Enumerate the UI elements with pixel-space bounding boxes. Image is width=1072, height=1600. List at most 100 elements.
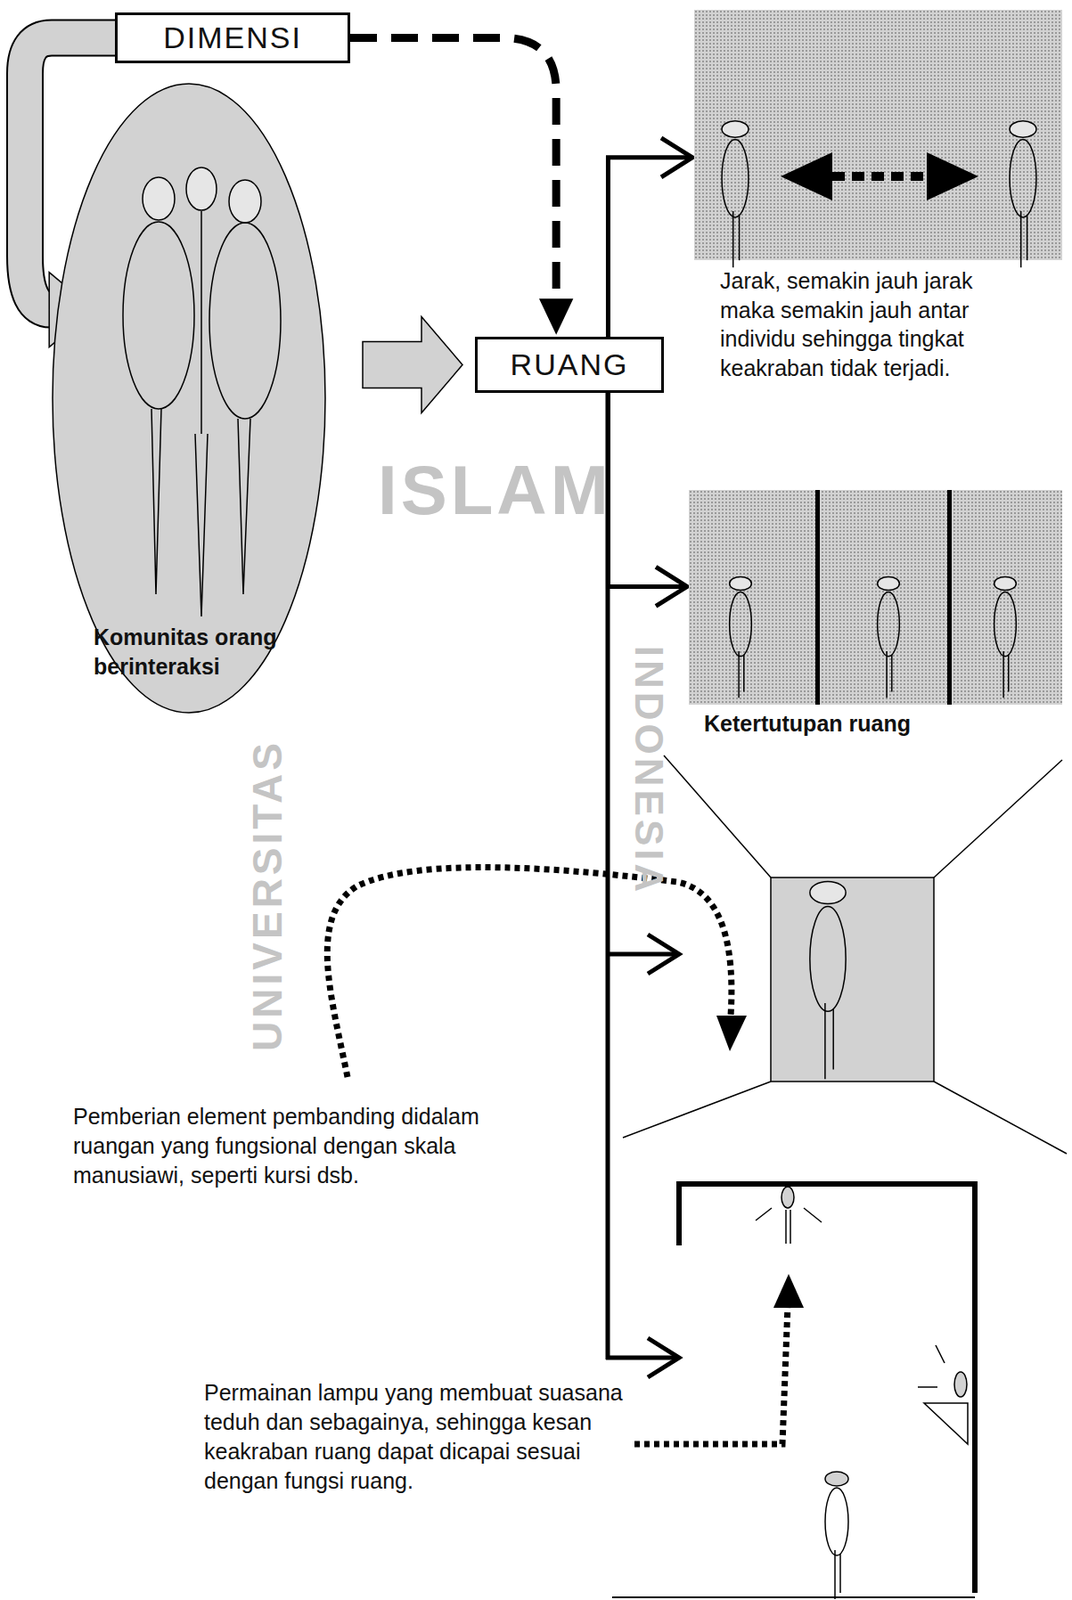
arrow-head — [661, 138, 693, 178]
person-figure — [810, 882, 846, 1081]
figure-leg — [1020, 211, 1023, 268]
figure-head — [877, 576, 901, 590]
figure-leg — [1026, 215, 1029, 262]
leader-head — [716, 1015, 747, 1052]
figure-body — [209, 222, 281, 419]
light-ray — [755, 1208, 772, 1221]
leader-line — [327, 867, 732, 1078]
arrow-head — [780, 152, 833, 201]
figure-leg — [891, 654, 893, 693]
branch-line — [607, 392, 688, 587]
lighting-room — [612, 1184, 975, 1598]
figure-head — [229, 180, 262, 223]
figure-body — [810, 907, 846, 1013]
node-illustration — [694, 9, 1063, 261]
concept-box: RUANG — [474, 336, 664, 393]
branch-line — [605, 1356, 680, 1361]
connector — [362, 317, 463, 414]
branch-line — [607, 952, 680, 958]
person-figure — [877, 576, 901, 698]
watermark: INDONESIA — [626, 646, 672, 896]
room-edge — [933, 760, 1063, 878]
figure-body — [825, 1488, 849, 1556]
trunk-branches — [605, 392, 680, 1378]
figure-head — [186, 167, 217, 211]
back-wall — [770, 877, 934, 1082]
figure-leg — [151, 409, 162, 595]
node-illustration — [50, 81, 328, 715]
room-floor — [612, 1596, 975, 1599]
figure-leg — [885, 651, 888, 698]
room-edge — [933, 1081, 1067, 1154]
box-label: DIMENSI — [163, 20, 303, 56]
leader-line — [634, 1305, 788, 1445]
figure-body — [729, 592, 753, 657]
room-edge — [622, 1081, 771, 1138]
light-ray — [935, 1345, 945, 1364]
light-ray — [803, 1208, 822, 1223]
figure-leg — [834, 1550, 836, 1600]
figure-body — [122, 221, 195, 410]
branch-head — [647, 1338, 680, 1378]
figure-body — [200, 211, 203, 434]
note-text: Pemberian element pembanding didalam rua… — [73, 1102, 519, 1191]
arrow-head — [540, 299, 573, 334]
figure-body — [994, 592, 1017, 657]
person-figure — [825, 1472, 849, 1600]
wall-lamp — [954, 1372, 967, 1398]
community-group: Komunitas orang berinteraksi — [50, 81, 328, 715]
figure-body — [721, 139, 749, 218]
figure-head — [810, 882, 846, 905]
figure-leg — [195, 433, 208, 617]
node-illustration — [688, 490, 1063, 705]
dashed-line — [350, 38, 557, 304]
person-figure — [721, 121, 749, 268]
figure-head — [1009, 121, 1037, 138]
figure-leg — [738, 215, 741, 262]
arrow-head — [926, 152, 979, 201]
box-label: RUANG — [510, 347, 630, 383]
divider-wall — [815, 490, 820, 705]
person-figure — [1009, 121, 1037, 268]
figure-leg — [839, 1554, 842, 1594]
room-wall — [679, 1184, 975, 1594]
connector — [350, 38, 573, 335]
figure-head — [994, 576, 1017, 590]
watermark: UNIVERSITAS — [243, 739, 292, 1052]
figure-leg — [237, 418, 251, 595]
caption-text: Komunitas orang berinteraksi — [93, 622, 352, 681]
caption-text: Jarak, semakin jauh jarak maka semakin j… — [720, 266, 1032, 383]
figure-body — [877, 592, 901, 657]
figure-body — [1009, 139, 1037, 218]
figure-leg — [1002, 651, 1005, 698]
lamp-shade — [924, 1403, 968, 1445]
figure-head — [721, 121, 749, 138]
figure-head — [729, 576, 753, 590]
note-text: Permainan lampu yang membuat suasana ted… — [204, 1378, 632, 1497]
person-figure — [825, 1472, 849, 1600]
ceiling-lamp — [781, 1186, 794, 1209]
concept-box: DIMENSI — [114, 12, 351, 64]
branch-head — [647, 934, 680, 974]
lamp-cord — [789, 1210, 792, 1244]
leader-head — [773, 1274, 804, 1309]
lamp-cord — [785, 1210, 787, 1244]
figure-leg — [1007, 654, 1010, 693]
arrow-head — [655, 566, 688, 606]
connector — [607, 138, 693, 337]
figure-leg — [743, 654, 745, 693]
distance-panel: Jarak, semakin jauh jarak maka semakin j… — [694, 9, 1063, 261]
divider-wall — [947, 490, 952, 705]
watermark: ISLAM — [377, 450, 613, 532]
branch-line — [607, 157, 693, 337]
figure-head — [142, 177, 175, 221]
enclosure-panel: Ketertutupan ruang — [688, 490, 1063, 705]
figure-leg — [732, 211, 735, 268]
person-figure — [994, 576, 1017, 698]
figure-head — [825, 1472, 849, 1487]
person-figure — [729, 576, 753, 698]
person-figure — [810, 882, 846, 1081]
figure-leg — [832, 1008, 835, 1070]
room-edge — [663, 755, 771, 878]
